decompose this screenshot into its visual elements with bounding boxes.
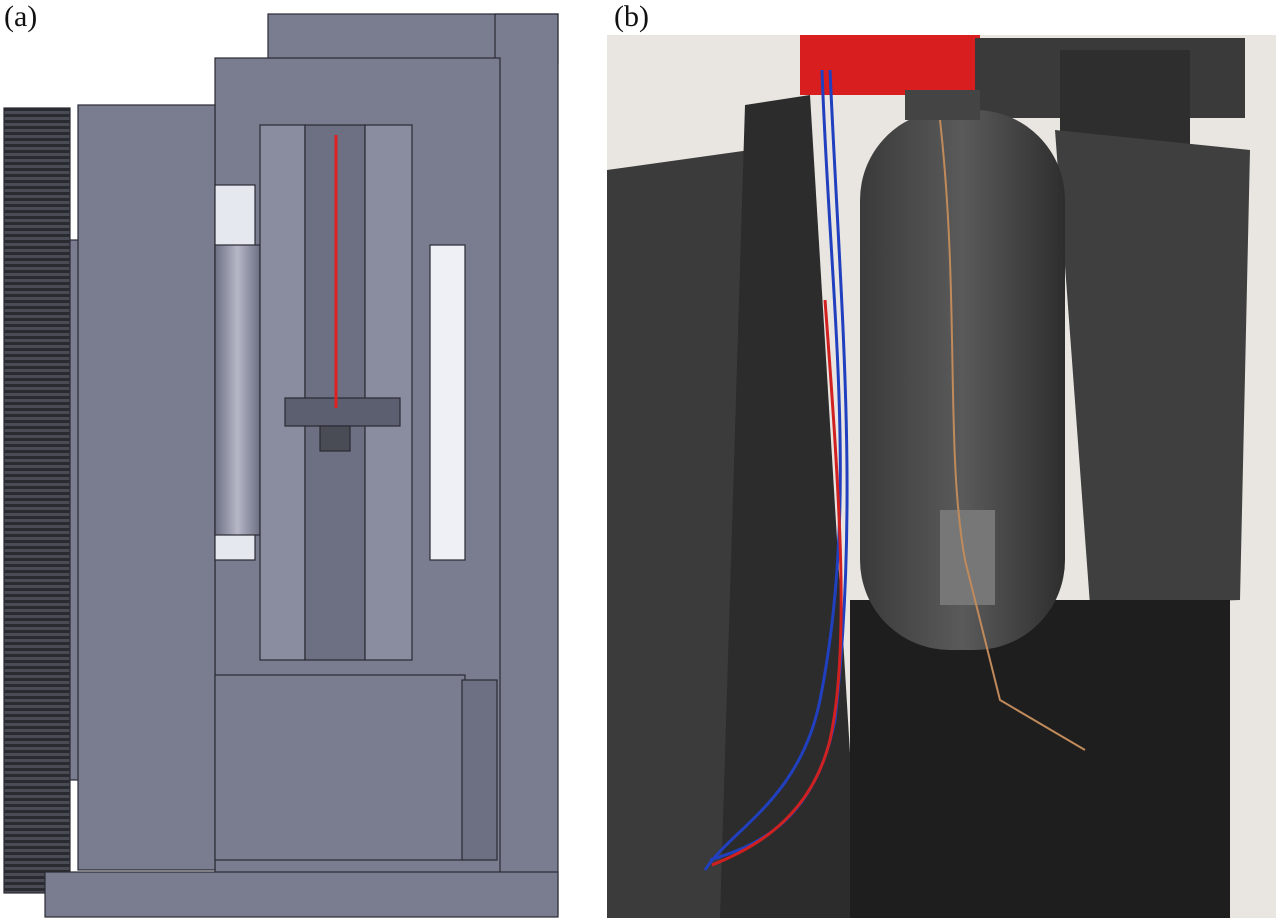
clamp <box>940 510 995 605</box>
roller-ring <box>860 110 1065 650</box>
panel-a-label: (a) <box>4 0 38 33</box>
gear <box>3 107 71 894</box>
roller-right <box>364 124 413 661</box>
red-cable <box>711 299 843 867</box>
red-fixture <box>800 35 980 95</box>
side-plate <box>77 104 216 871</box>
photo <box>607 35 1276 918</box>
panel-b-label: (b) <box>614 0 649 33</box>
roller-left <box>259 124 306 661</box>
cad-drawing <box>3 13 559 918</box>
blue-cable <box>703 69 842 871</box>
thermocouple-wire <box>939 119 1086 751</box>
